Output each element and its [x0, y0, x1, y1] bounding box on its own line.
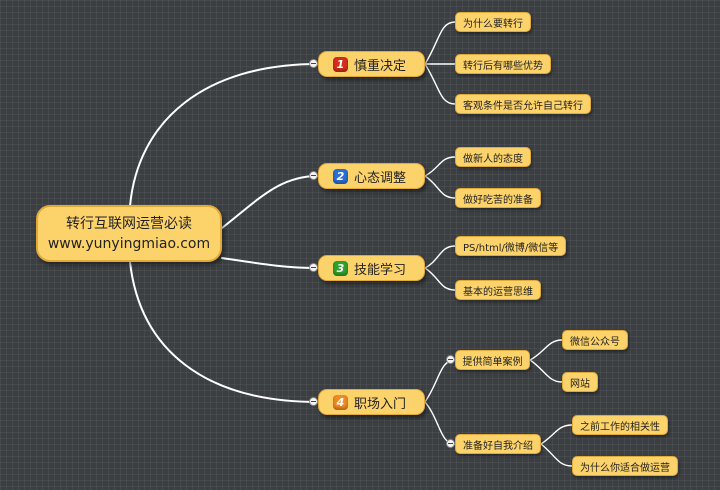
edge-root-branch-2 [221, 175, 319, 229]
leaf-node[interactable]: 为什么要转行 [455, 12, 531, 32]
branch-label: 心态调整 [354, 170, 407, 186]
leaf-node[interactable]: 客观条件是否允许自己转行 [455, 94, 591, 114]
collapse-toggle-subbranch-2[interactable] [446, 439, 455, 448]
root-url: www.yunyingmiao.com [47, 235, 211, 252]
leaf-node[interactable]: 之前工作的相关性 [572, 415, 668, 435]
leaf-node[interactable]: 基本的运营思维 [455, 280, 541, 300]
branch-node-3[interactable]: 3 技能学习 [318, 255, 425, 281]
collapse-toggle-branch-4[interactable] [309, 397, 318, 406]
branch-node-2[interactable]: 2 心态调整 [318, 163, 425, 189]
branch-label: 职场入门 [354, 396, 407, 412]
collapse-toggle-subbranch-1[interactable] [446, 355, 455, 364]
edge-root-branch-3 [221, 257, 319, 269]
priority-4-icon: 4 [333, 394, 348, 410]
leaf-node[interactable]: 微信公众号 [562, 330, 628, 350]
edge-b2-c1 [424, 156, 456, 177]
leaf-node[interactable]: 为什么你适合做运营 [572, 456, 678, 476]
branch-node-4[interactable]: 4 职场入门 [318, 389, 425, 415]
leaf-node[interactable]: 网站 [562, 372, 598, 392]
leaf-node[interactable]: 转行后有哪些优势 [455, 54, 551, 74]
edge-s1-l2 [529, 359, 563, 383]
sub-branch-node[interactable]: 准备好自我介绍 [455, 434, 541, 454]
edge-root-branch-1 [129, 63, 319, 207]
root-title: 转行互联网运营必读 [66, 215, 192, 232]
edge-b4-s2 [424, 401, 456, 445]
root-node[interactable]: 转行互联网运营必读 www.yunyingmiao.com [36, 205, 222, 262]
branch-node-1[interactable]: 1 慎重决定 [318, 51, 425, 77]
sub-branch-node[interactable]: 提供简单案例 [455, 350, 530, 370]
collapse-toggle-branch-2[interactable] [309, 171, 318, 180]
edge-b3-c2 [424, 267, 456, 291]
edge-b1-c1 [424, 21, 456, 65]
edge-s2-l2 [540, 443, 573, 467]
leaf-node[interactable]: PS/html/微博/微信等 [455, 236, 567, 256]
edge-b3-c1 [424, 245, 456, 269]
edge-root-branch-4 [129, 261, 319, 403]
branch-label: 技能学习 [354, 262, 407, 278]
collapse-toggle-branch-1[interactable] [309, 59, 318, 68]
edge-s1-l1 [529, 339, 563, 361]
priority-1-icon: 1 [333, 56, 348, 72]
branch-label: 慎重决定 [354, 58, 407, 74]
priority-2-icon: 2 [333, 168, 348, 184]
edge-b4-s1 [424, 359, 456, 403]
edge-b2-c2 [424, 175, 456, 199]
priority-3-icon: 3 [333, 260, 348, 276]
collapse-toggle-branch-3[interactable] [309, 263, 318, 272]
leaf-node[interactable]: 做新人的态度 [455, 147, 531, 167]
leaf-node[interactable]: 做好吃苦的准备 [455, 188, 541, 208]
edge-s2-l1 [540, 424, 573, 445]
edge-b1-c3 [424, 63, 456, 105]
